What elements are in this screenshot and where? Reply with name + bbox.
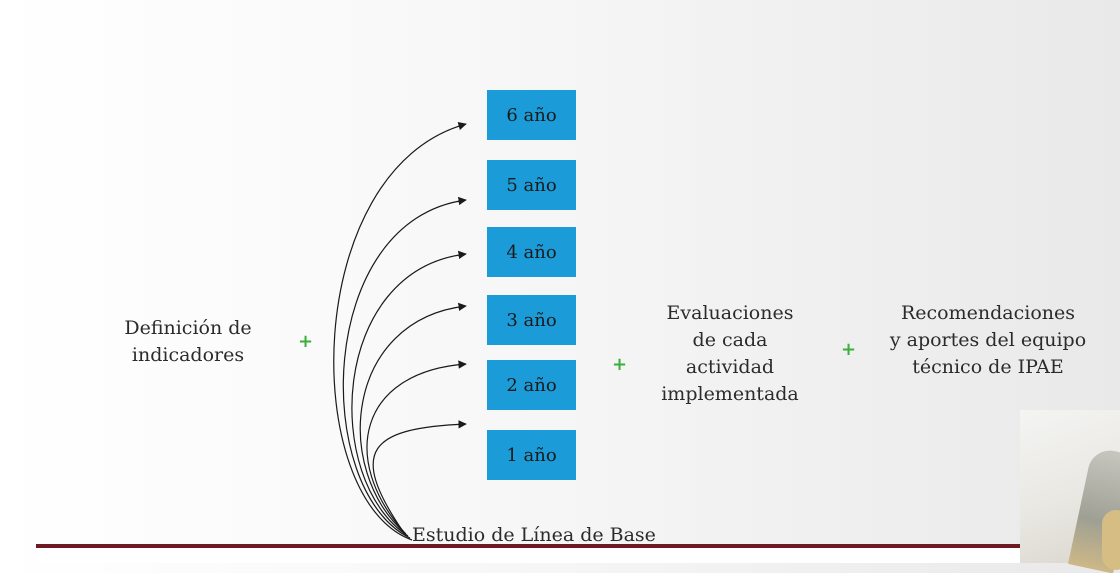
photo-shape-accent <box>1102 510 1120 570</box>
arrow-to-year-3 <box>359 302 467 535</box>
year-box-6: 6 año <box>487 90 576 140</box>
bottom-bar <box>36 544 1120 563</box>
evaluations-text: Evaluaciones de cada actividad implement… <box>640 300 820 408</box>
recommendations-line-3: técnico de IPAE <box>912 356 1064 378</box>
baseline-label: Estudio de Línea de Base <box>412 524 656 546</box>
arrow-to-year-1 <box>372 420 467 531</box>
recommendations-line-2: y aportes del equipo <box>889 329 1087 351</box>
evaluations-line-1: Evaluaciones <box>666 302 794 324</box>
definition-line-2: indicadores <box>131 344 245 366</box>
year-box-3: 3 año <box>487 295 576 345</box>
year-box-4: 4 año <box>487 227 576 277</box>
arrow-to-year-5 <box>342 196 467 539</box>
arrow-to-year-4 <box>351 250 467 537</box>
definition-text: Definición de indicadores <box>108 315 268 369</box>
corner-photo <box>1020 410 1120 573</box>
evaluations-line-3: actividad <box>685 356 775 378</box>
definition-line-1: Definición de <box>124 317 252 339</box>
plus-sign-2: + <box>612 354 628 375</box>
year-box-5: 5 año <box>487 160 576 210</box>
arrow-to-year-2 <box>366 360 467 533</box>
plus-sign-1: + <box>298 331 314 352</box>
plus-sign-3: + <box>841 339 857 360</box>
recommendations-text: Recomendaciones y aportes del equipo téc… <box>868 300 1108 381</box>
evaluations-line-4: implementada <box>661 383 799 405</box>
evaluations-line-2: de cada <box>692 329 768 351</box>
bottom-stripe <box>36 544 1120 548</box>
recommendations-line-1: Recomendaciones <box>900 302 1075 324</box>
year-box-2: 2 año <box>487 360 576 410</box>
arrow-to-year-6 <box>333 121 467 541</box>
year-box-1: 1 año <box>487 430 576 480</box>
